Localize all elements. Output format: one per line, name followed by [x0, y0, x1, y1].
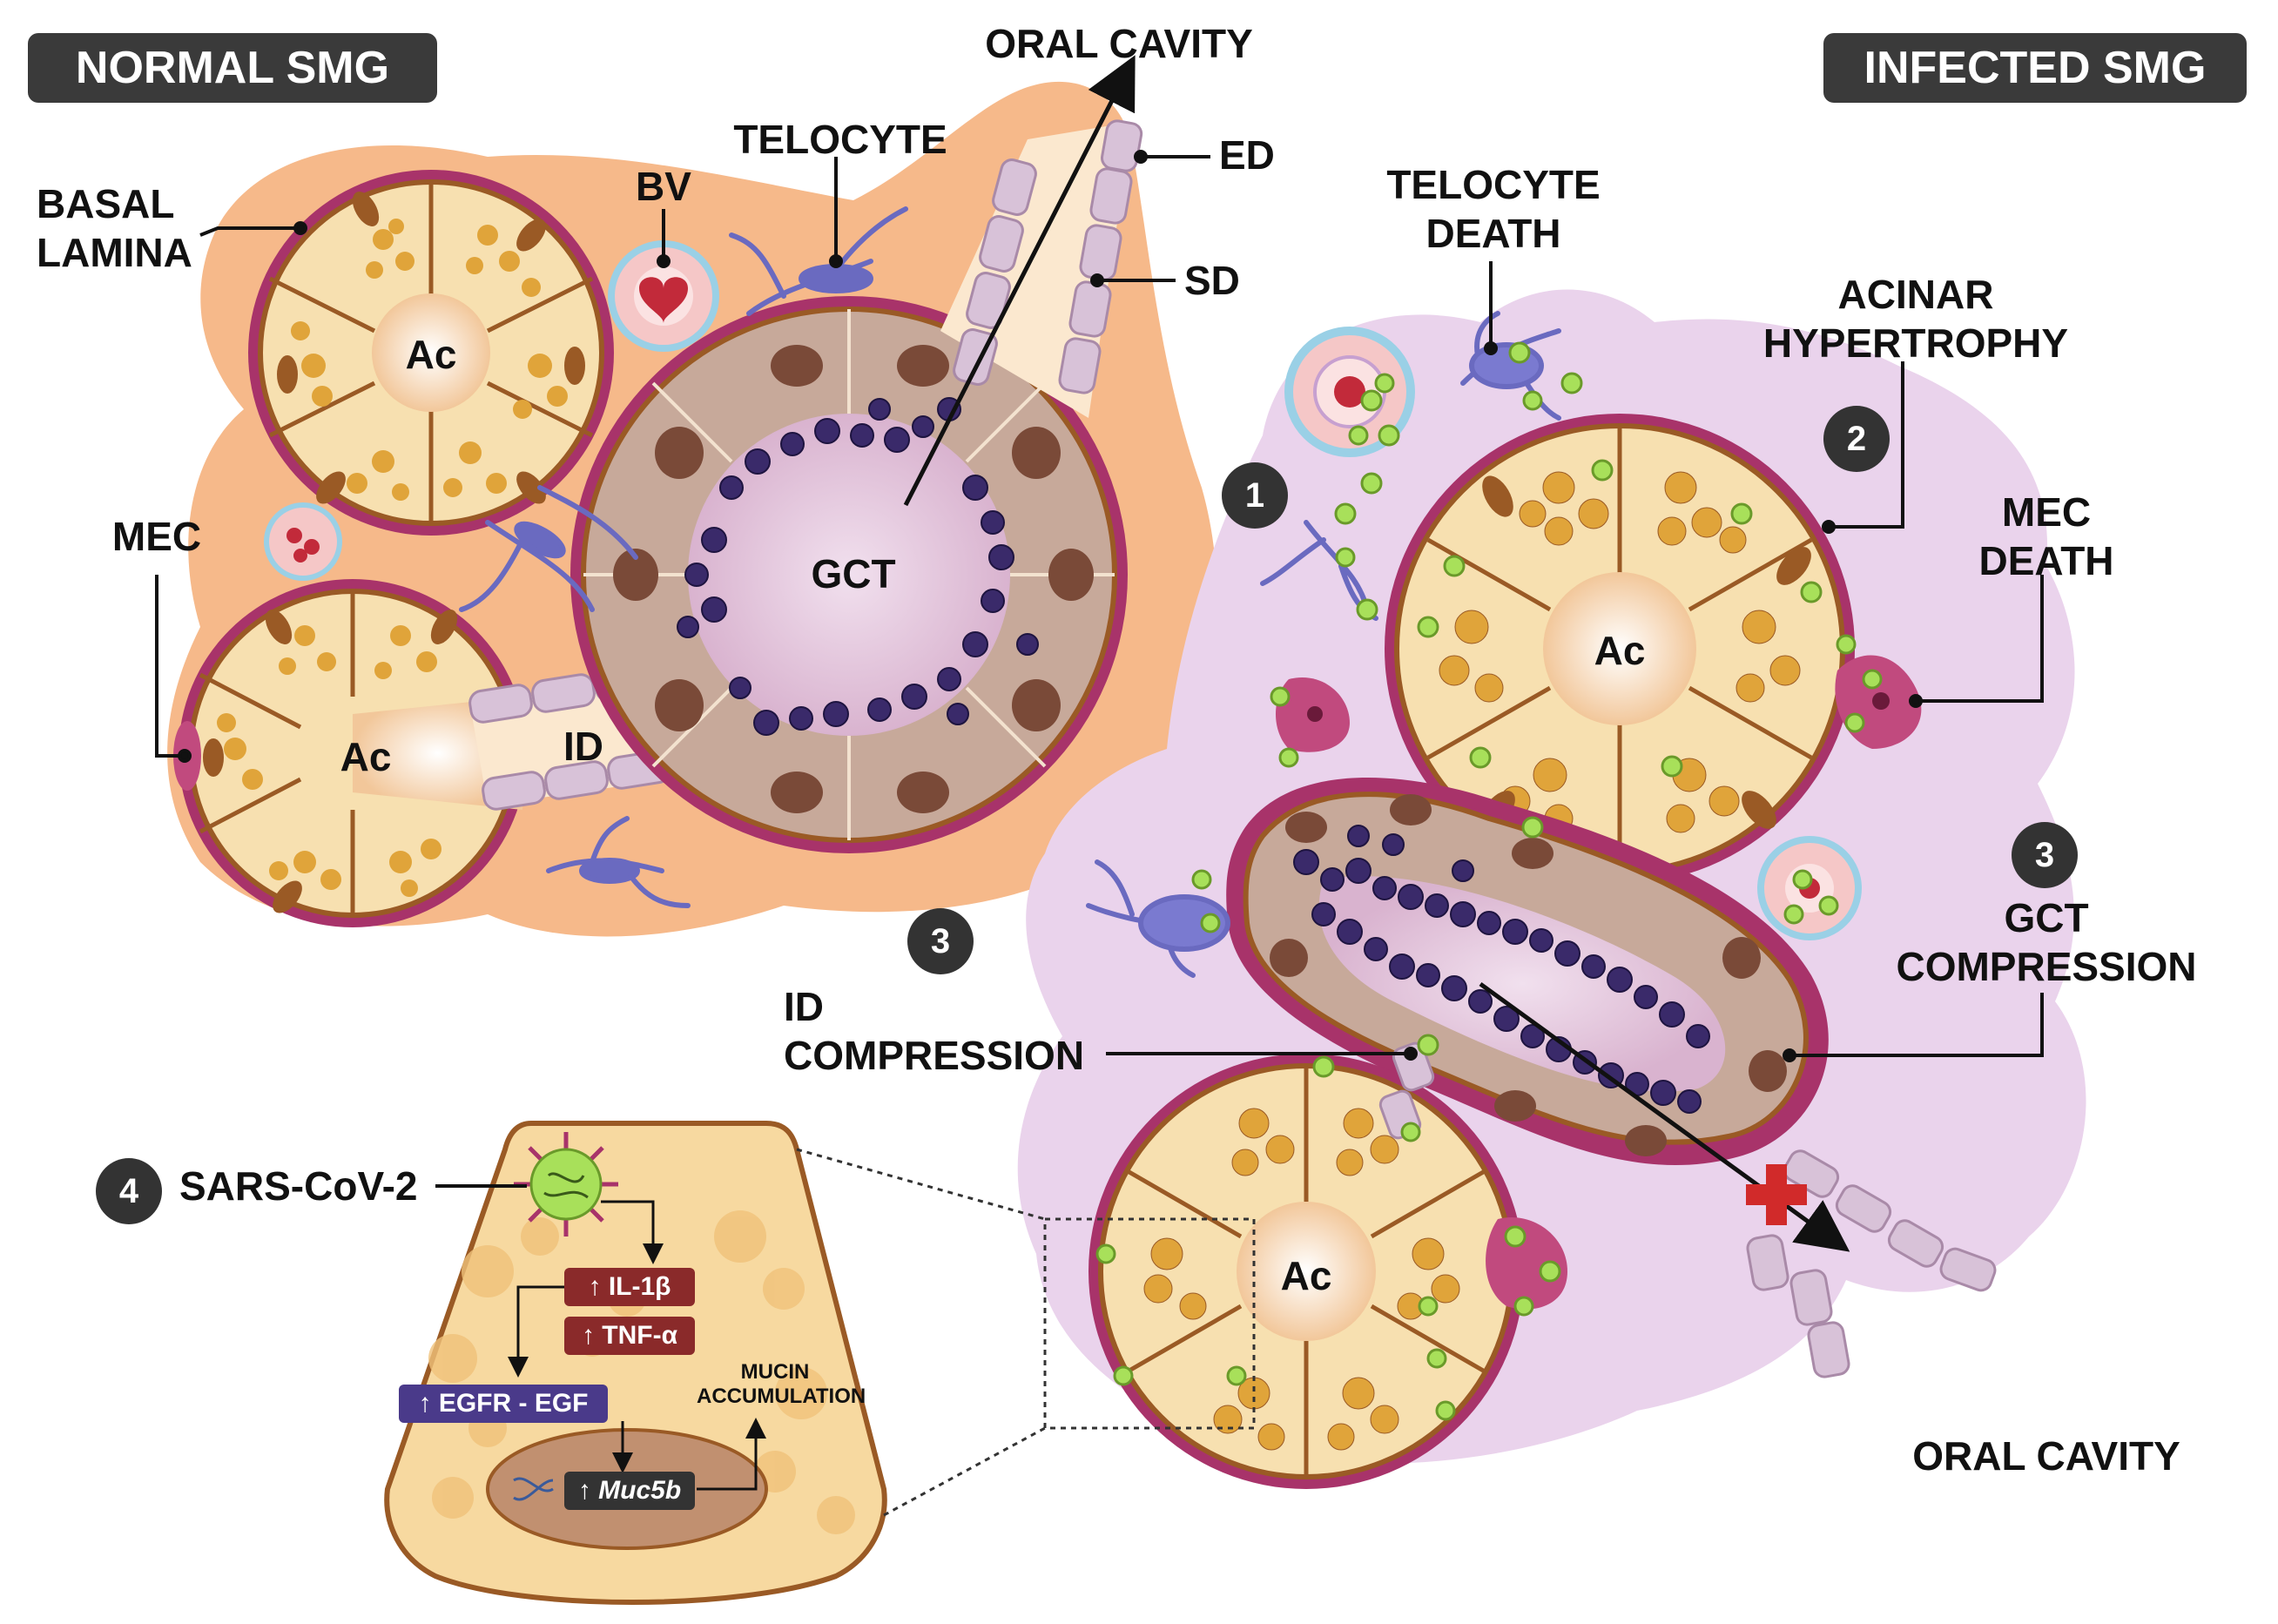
label-gct-compression: GCT COMPRESSION: [1896, 895, 2197, 989]
blockage-cross-icon: [1746, 1164, 1807, 1225]
badge-1: 1: [1222, 462, 1288, 529]
infected-gct: [1226, 777, 1850, 1252]
label-id-compression: ID COMPRESSION: [784, 984, 1085, 1078]
muc5b-box: ↑ Muc5b: [564, 1472, 695, 1510]
infected-blood-vessel-top: [1284, 327, 1415, 457]
label-mec-normal: MEC: [111, 514, 202, 559]
label-sd: SD: [1184, 258, 1240, 303]
il1b-box: ↑ IL-1β: [564, 1268, 695, 1306]
infected-smg-title: INFECTED SMG: [1823, 33, 2247, 103]
tnf-box: ↑ TNF-α: [564, 1317, 695, 1355]
normal-smg-title: NORMAL SMG: [28, 33, 437, 103]
label-mec-death: MEC DEATH: [1978, 489, 2114, 583]
inset-virus-icon: [514, 1132, 618, 1237]
label-ac-infected-bottom: Ac: [1280, 1253, 1332, 1298]
label-ed: ED: [1219, 132, 1275, 178]
label-telocyte: TELOCYTE: [733, 117, 947, 162]
label-id: ID: [563, 724, 603, 769]
dna-icon: [513, 1477, 554, 1501]
normal-telocytes: [459, 206, 908, 908]
normal-gct: [570, 296, 1128, 853]
normal-blood-vessel-small: [264, 502, 342, 581]
label-gct: GCT: [811, 551, 896, 596]
infected-leader-lines: [1106, 261, 2044, 1062]
normal-leader-lines: [155, 150, 1210, 763]
label-ac-normal-top: Ac: [405, 332, 457, 377]
label-sars-cov-2: SARS-CoV-2: [179, 1163, 418, 1209]
label-bv: BV: [636, 164, 691, 209]
virus-label-leader: [435, 1184, 527, 1188]
badge-2: 2: [1823, 406, 1890, 472]
inset-pathway-arrows: [508, 1200, 766, 1491]
normal-acinus-top: [248, 170, 614, 536]
infected-acinus-top: [1385, 414, 1855, 884]
badge-3-right: 3: [2012, 822, 2078, 888]
infected-acinus-bottom: [1088, 1054, 1524, 1489]
label-ac-normal-bottom: Ac: [340, 734, 392, 779]
sars-cov-2-particles: [1095, 341, 1883, 1421]
infected-smg-panel: [1017, 261, 2086, 1489]
inset-projection-lines: [796, 1148, 1256, 1517]
label-basal-lamina: BASAL LAMINA: [37, 181, 192, 275]
label-telocyte-death: TELOCYTE DEATH: [1386, 162, 1601, 256]
label-ac-infected-top: Ac: [1594, 628, 1646, 673]
infected-blood-vessel-right: [1757, 836, 1862, 940]
badge-4: 4: [96, 1158, 162, 1224]
normal-blood-vessel-top: [608, 240, 719, 352]
label-oral-cavity-normal: ORAL CAVITY: [985, 21, 1253, 66]
label-acinar-hypertrophy: ACINAR HYPERTROPHY: [1762, 272, 2069, 366]
label-oral-cavity-infected: ORAL CAVITY: [1912, 1433, 2180, 1479]
normal-smg-panel: [155, 55, 1217, 937]
label-mucin-accumulation: MUCIN ACCUMULATION: [697, 1360, 866, 1408]
egfr-egf-box: ↑ EGFR - EGF: [399, 1385, 608, 1423]
badge-3-left: 3: [907, 908, 974, 974]
